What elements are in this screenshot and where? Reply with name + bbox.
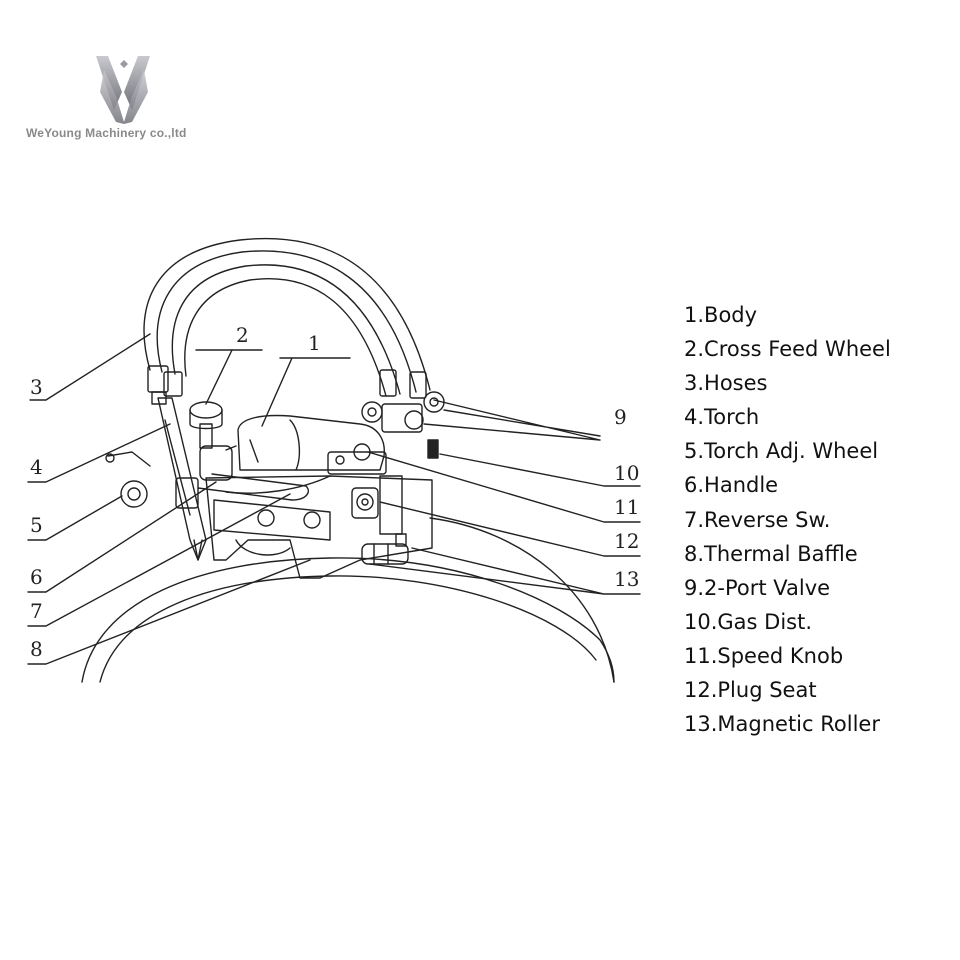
legend-item-2-port-valve: 9.2-Port Valve xyxy=(684,575,831,600)
callout-4: 4 xyxy=(30,455,43,479)
leader-7 xyxy=(27,493,291,627)
pipe-outline xyxy=(81,557,615,683)
callout-3: 3 xyxy=(30,375,43,399)
callout-13: 13 xyxy=(614,567,639,591)
legend-item-thermal-baffle: 8.Thermal Baffle xyxy=(684,541,858,566)
leader-3 xyxy=(29,333,151,401)
callout-6: 6 xyxy=(30,565,43,589)
body xyxy=(237,414,385,471)
leader-4 xyxy=(27,423,171,483)
legend-item-cross-feed-wheel: 2.Cross Feed Wheel xyxy=(684,337,891,362)
pipe-inner-edge xyxy=(99,575,597,683)
legend-item-body: 1.Body xyxy=(684,303,758,327)
leader-10 xyxy=(439,453,641,487)
brand-name: WeYoung Machinery co.,ltd xyxy=(26,126,187,140)
legend-item-speed-knob: 11.Speed Knob xyxy=(684,643,844,668)
callout-1: 1 xyxy=(308,331,321,355)
leader-12 xyxy=(379,501,641,557)
parts-legend: 1.Body 2.Cross Feed Wheel 3.Hoses 4.Torc… xyxy=(684,298,891,741)
legend-item-hoses: 3.Hoses xyxy=(684,371,768,396)
callout-7: 7 xyxy=(30,599,43,623)
callout-12: 12 xyxy=(614,529,639,553)
legend-item-handle: 6.Handle xyxy=(684,473,779,498)
legend-item-plug-seat: 12.Plug Seat xyxy=(684,678,817,703)
leader-6 xyxy=(27,481,217,593)
callout-10: 10 xyxy=(614,461,639,485)
leader-11 xyxy=(367,451,641,523)
hose-outer xyxy=(143,237,431,391)
callout-5: 5 xyxy=(30,513,43,537)
legend-item-torch: 4.Torch xyxy=(684,405,760,430)
torch-body xyxy=(157,397,207,561)
callout-11: 11 xyxy=(614,495,639,519)
brand-logo xyxy=(24,52,224,152)
callout-8: 8 xyxy=(30,637,43,661)
leader-1 xyxy=(261,357,293,427)
callout-2: 2 xyxy=(236,323,249,347)
leader-9 xyxy=(423,399,601,441)
leader-5 xyxy=(27,495,123,541)
legend-item-gas-dist: 10.Gas Dist. xyxy=(684,609,813,634)
legend-item-magnetic-roller: 13.Magnetic Roller xyxy=(684,712,880,737)
leader-8 xyxy=(27,559,311,665)
legend-item-reverse-switch: 7.Reverse Sw. xyxy=(684,507,831,532)
legend-item-torch-adj-wheel: 5.Torch Adj. Wheel xyxy=(684,439,879,464)
callout-9: 9 xyxy=(614,405,627,429)
leader-2 xyxy=(205,349,233,405)
leader-13 xyxy=(369,547,641,595)
wy-monogram-icon xyxy=(96,56,150,124)
